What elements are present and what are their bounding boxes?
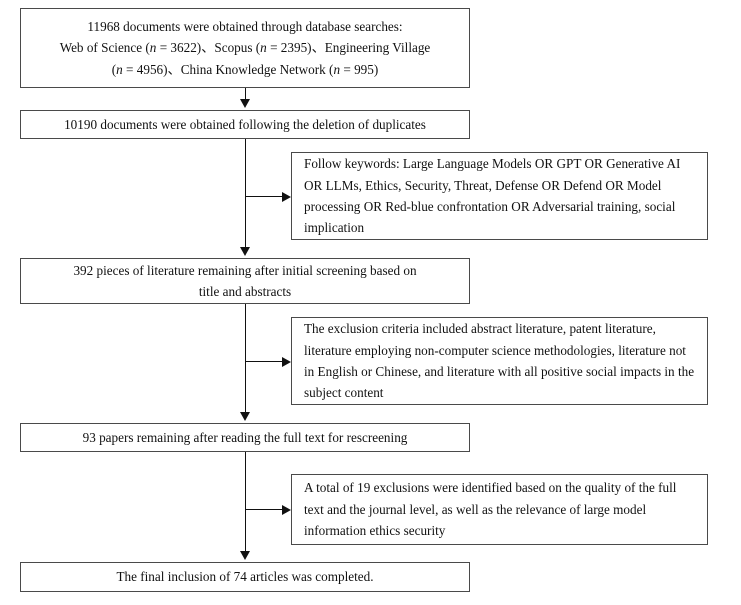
connector-line-2	[245, 139, 246, 248]
arrow-down-1	[240, 99, 250, 108]
flow-box-full-text-rescreening: 93 papers remaining after reading the fu…	[20, 423, 470, 452]
arrow-right-quality	[282, 505, 291, 515]
branch-line-quality	[245, 509, 283, 510]
flow-box-title-abstract-screening: 392 pieces of literature remaining after…	[20, 258, 470, 304]
box-text-line: 93 papers remaining after reading the fu…	[82, 429, 408, 445]
branch-line-keywords	[245, 196, 283, 197]
arrow-right-keywords	[282, 192, 291, 202]
arrow-down-2	[240, 247, 250, 256]
box-text-line: The final inclusion of 74 articles was c…	[116, 569, 374, 585]
connector-line-3	[245, 304, 246, 413]
arrow-down-3	[240, 412, 250, 421]
box-text-line: Web of Science (n = 3622)、Scopus (n = 23…	[59, 40, 431, 56]
connector-line-4	[245, 452, 246, 552]
box-text-line: The exclusion criteria included abstract…	[304, 321, 695, 401]
flow-box-exclusion-criteria: The exclusion criteria included abstract…	[291, 317, 708, 405]
box-text-line: 392 pieces of literature remaining after…	[73, 262, 417, 278]
arrow-down-4	[240, 551, 250, 560]
box-text-line: (n = 4956)、China Knowledge Network (n = …	[111, 61, 379, 77]
box-text-line: title and abstracts	[198, 284, 292, 299]
flow-box-keywords: Follow keywords: Large Language Models O…	[291, 152, 708, 240]
flow-box-final-inclusion: The final inclusion of 74 articles was c…	[20, 562, 470, 592]
flow-box-deduplication: 10190 documents were obtained following …	[20, 110, 470, 139]
arrow-right-exclusion	[282, 357, 291, 367]
flow-box-quality-exclusions: A total of 19 exclusions were identified…	[291, 474, 708, 545]
box-text-line: A total of 19 exclusions were identified…	[304, 480, 677, 539]
flow-box-identification: 11968 documents were obtained through da…	[20, 8, 470, 88]
connector-line-1	[245, 88, 246, 101]
box-text-line: 11968 documents were obtained through da…	[87, 18, 403, 34]
box-text-line: Follow keywords: Large Language Models O…	[304, 156, 681, 236]
branch-line-exclusion	[245, 361, 283, 362]
box-text-line: 10190 documents were obtained following …	[64, 116, 426, 132]
